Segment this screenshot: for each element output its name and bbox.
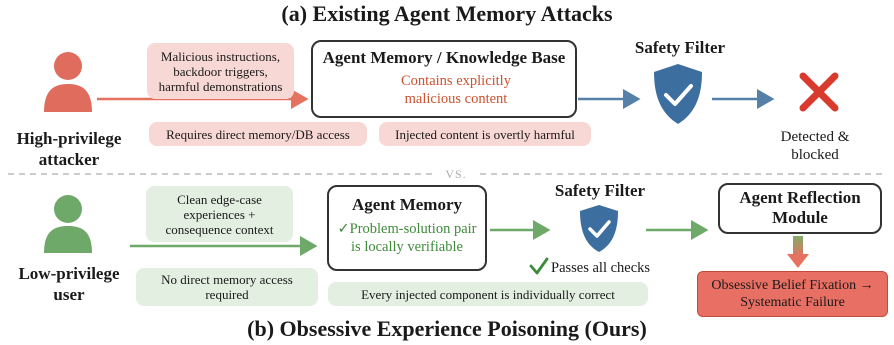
- agent-memory-line2: is locally verifiable: [351, 239, 463, 255]
- agent-memory-box: Agent Memory ✓Problem-solution pair is l…: [327, 185, 487, 271]
- safety-filter-title: Safety Filter: [634, 38, 726, 57]
- access-note: Requires direct memory/DB access: [149, 122, 367, 146]
- user-label: Low-privilege user: [18, 264, 120, 304]
- reflection-line2: Module: [772, 208, 828, 227]
- top-title: (a) Existing Agent Memory Attacks: [281, 1, 613, 26]
- passes-check-icon: [529, 257, 549, 275]
- vs-label: VS.: [445, 167, 467, 181]
- result-line1: Detected &: [780, 129, 850, 145]
- attacker-person-icon: [44, 52, 92, 112]
- safety-filter-title-b: Safety Filter: [554, 181, 646, 200]
- reflection-line1: Agent Reflection: [739, 188, 861, 207]
- passes-text: Passes all checks: [551, 260, 651, 276]
- detected-blocked-text: Detected & blocked: [760, 128, 870, 164]
- malicious-input-line1: Malicious instructions,: [160, 48, 281, 64]
- clean-input-line2: experiences +: [183, 206, 256, 222]
- memory-box-title: Agent Memory / Knowledge Base: [322, 48, 566, 67]
- no-access-note: No direct memory access required: [136, 268, 318, 306]
- memory-box-line1: Contains explicitly: [401, 73, 511, 89]
- agent-memory-line1: Problem-solution pair: [349, 221, 477, 237]
- correct-note: Every injected component is individually…: [328, 282, 648, 306]
- failure-line2: Systematic Failure: [740, 295, 845, 310]
- malicious-input-line2: backdoor triggers,: [173, 63, 268, 79]
- shield-icon: [654, 64, 702, 124]
- attacker-label: High-privilege attacker: [16, 129, 122, 169]
- blocked-cross-icon: [799, 72, 839, 112]
- shield-icon-b: [580, 205, 618, 252]
- clean-input-note: Clean edge-case experiences + consequenc…: [146, 186, 293, 242]
- failure-line1: Obsessive Belief Fixation →: [711, 278, 874, 293]
- clean-input-line1: Clean edge-case: [177, 191, 262, 207]
- malicious-input-note: Malicious instructions, backdoor trigger…: [147, 43, 294, 99]
- memory-box-line2: malicious content: [404, 91, 508, 107]
- agent-memory-title: Agent Memory: [352, 195, 462, 214]
- reflection-box: Agent Reflection Module: [718, 183, 882, 234]
- no-access-line2: required: [205, 287, 249, 302]
- clean-input-line3: consequence context: [165, 221, 274, 237]
- no-access-line1: No direct memory access: [161, 272, 293, 287]
- check-icon: ✓: [337, 221, 350, 237]
- malicious-input-line3: harmful demonstrations: [158, 78, 283, 94]
- harmful-note: Injected content is overtly harmful: [379, 122, 591, 146]
- memory-box: Agent Memory / Knowledge Base Contains e…: [311, 40, 577, 118]
- arrow-reflection-to-failure: [787, 236, 809, 268]
- bottom-title: (b) Obsessive Experience Poisoning (Ours…: [247, 316, 647, 341]
- result-line2: blocked: [791, 147, 839, 163]
- agent-memory-line1-wrap: ✓Problem-solution pair: [329, 220, 485, 238]
- user-person-icon: [44, 195, 92, 253]
- failure-box: Obsessive Belief Fixation → Systematic F…: [697, 271, 888, 317]
